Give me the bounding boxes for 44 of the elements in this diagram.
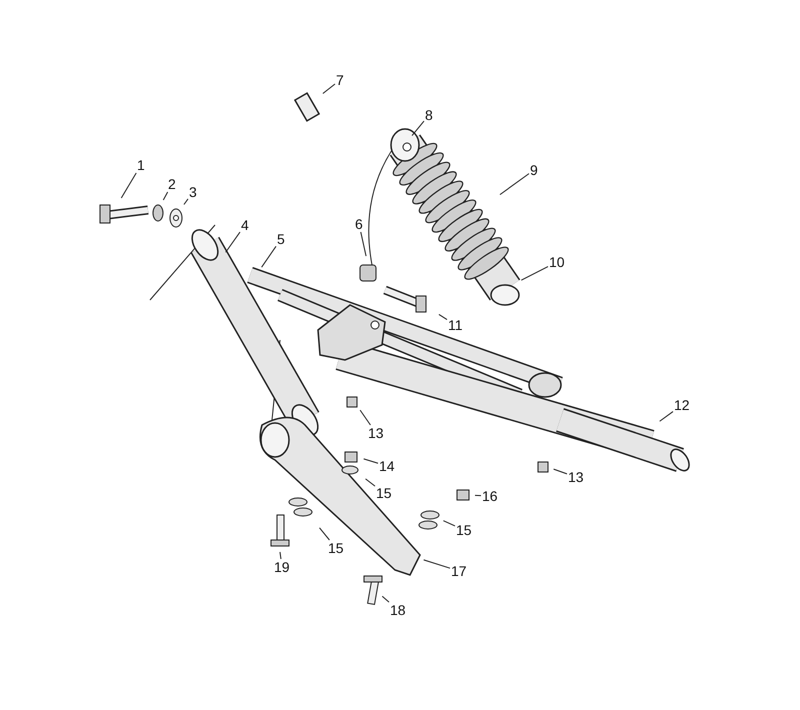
- leader-line: [553, 468, 568, 474]
- callout-number: 10: [549, 255, 565, 269]
- leader-line: [423, 559, 450, 569]
- callout-number: 1: [137, 158, 145, 172]
- leader-line: [438, 314, 448, 320]
- callout-number: 11: [448, 318, 463, 332]
- leader-line: [120, 172, 137, 198]
- leader-line: [499, 173, 530, 196]
- leader-line: [360, 232, 367, 257]
- callout-number: 16: [482, 489, 498, 503]
- leader-line: [183, 198, 188, 205]
- callout-number: 18: [390, 603, 406, 617]
- callout-number: 12: [674, 398, 690, 412]
- leader-line: [659, 411, 674, 422]
- leader-line: [319, 527, 330, 540]
- leader-line: [280, 552, 282, 560]
- callout-number: 15: [456, 523, 472, 537]
- leader-line: [442, 520, 456, 526]
- callout-number: 9: [530, 163, 538, 177]
- leader-line: [382, 596, 390, 603]
- callout-number: 2: [168, 177, 176, 191]
- leader-line: [261, 246, 276, 268]
- callout-number: 6: [355, 217, 363, 231]
- callout-number: 19: [274, 560, 290, 574]
- callout-number: 13: [368, 426, 384, 440]
- callout-number: 15: [328, 541, 344, 555]
- leader-line: [360, 410, 371, 426]
- callout-number: 8: [425, 108, 433, 122]
- callout-number: 7: [336, 73, 344, 87]
- callout-number: 5: [277, 232, 285, 246]
- callout-number: 13: [568, 470, 584, 484]
- callout-number: 17: [451, 564, 467, 578]
- leader-line: [162, 192, 168, 200]
- leader-line: [363, 458, 378, 464]
- callout-number: 15: [376, 486, 392, 500]
- leader-line: [322, 83, 336, 94]
- leader-line: [412, 120, 424, 136]
- callout-number: 3: [189, 185, 197, 199]
- callout-number: 14: [379, 459, 395, 473]
- leader-line: [225, 232, 240, 253]
- leader-line: [474, 494, 482, 496]
- leader-line: [520, 266, 548, 281]
- leader-line: [365, 478, 376, 487]
- callout-number: 4: [241, 218, 249, 232]
